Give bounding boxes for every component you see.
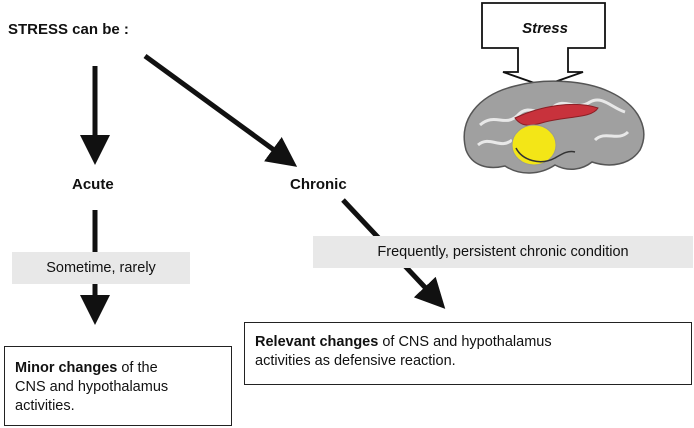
acute-outcome-emphasis: Minor changes (15, 360, 118, 376)
diagram-title: STRESS can be : (8, 21, 129, 38)
brain-cortex (463, 80, 645, 174)
stress-callout-label: Stress (522, 20, 568, 37)
acute-outcome-box: Minor changes of the CNS and hypothalamu… (4, 346, 232, 426)
arrow-title-to-chronic (143, 53, 298, 167)
chronic-frequency-band: Frequently, persistent chronic condition (313, 236, 693, 268)
hypothalamus-icon (511, 124, 557, 166)
acute-outcome-line1: of the (117, 360, 158, 376)
chronic-outcome-box: Relevant changes of CNS and hypothalamus… (244, 322, 692, 385)
brain-illustration (463, 2, 645, 174)
acute-outcome-line3: activities. (15, 398, 75, 414)
chronic-label: Chronic (290, 176, 347, 193)
acute-label: Acute (72, 176, 114, 193)
chronic-outcome-emphasis: Relevant changes (255, 334, 379, 350)
stress-callout-arrow (481, 2, 606, 87)
chronic-outcome-line2: activities as defensive reaction. (255, 353, 456, 369)
chronic-outcome-line1: of CNS and hypothalamus (378, 334, 552, 350)
acute-outcome-line2: CNS and hypothalamus (15, 379, 169, 395)
acute-frequency-band: Sometime, rarely (12, 252, 190, 284)
